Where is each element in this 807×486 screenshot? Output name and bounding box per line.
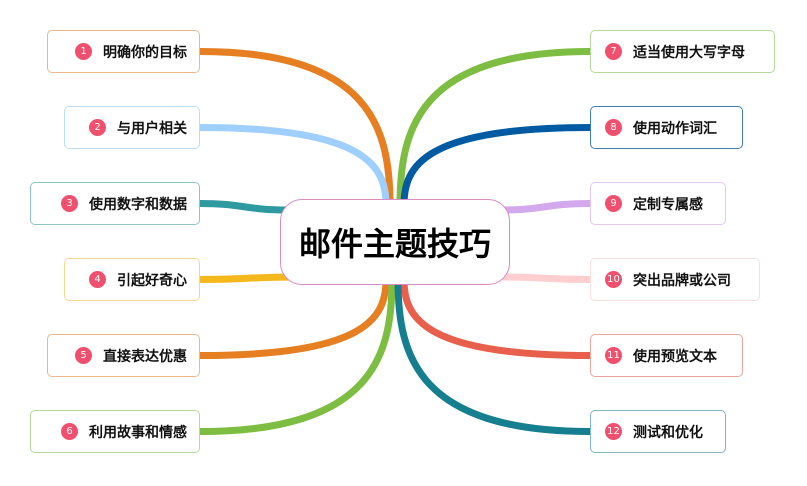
topic-node-3[interactable]: 3 使用数字和数据 [30,182,200,225]
topic-node-8[interactable]: 8 使用动作词汇 [590,106,743,149]
connector-line-8 [400,124,594,209]
connector-line-6 [196,276,396,435]
connector-line-3 [196,200,292,214]
number-badge: 1 [75,43,92,60]
topic-label: 明确你的目标 [103,44,187,61]
connector-line-4 [196,273,300,283]
topic-label: 适当使用大写字母 [633,44,745,61]
topic-node-12[interactable]: 12 测试和优化 [590,410,726,453]
topic-label: 突出品牌或公司 [633,272,731,289]
number-badge: 3 [61,195,78,212]
topic-node-6[interactable]: 6 利用故事和情感 [30,410,200,453]
topic-label: 使用数字和数据 [89,196,187,213]
topic-label: 使用预览文本 [633,348,717,365]
connector-line-9 [496,200,594,214]
topic-node-7[interactable]: 7 适当使用大写字母 [590,30,775,73]
number-badge: 6 [61,423,78,440]
connector-line-11 [400,276,594,359]
topic-node-2[interactable]: 2 与用户相关 [64,106,200,149]
topic-node-9[interactable]: 9 定制专属感 [590,182,726,225]
number-badge: 8 [605,119,622,136]
central-topic-title: 邮件主题技巧 [298,225,491,263]
topic-label: 测试和优化 [633,424,703,441]
number-badge: 11 [605,347,622,364]
topic-label: 利用故事和情感 [89,424,187,441]
number-badge: 12 [605,423,622,440]
topic-node-1[interactable]: 1 明确你的目标 [47,30,200,73]
connector-line-1 [196,48,394,209]
topic-node-4[interactable]: 4 引起好奇心 [64,258,200,301]
topic-node-10[interactable]: 10 突出品牌或公司 [590,258,760,301]
connector-line-12 [394,276,594,435]
topic-label: 定制专属感 [633,196,703,213]
connector-line-10 [496,273,594,283]
topic-label: 引起好奇心 [117,272,187,289]
topic-node-5[interactable]: 5 直接表达优惠 [47,334,200,377]
topic-label: 直接表达优惠 [103,348,187,365]
number-badge: 2 [89,119,106,136]
topic-label: 使用动作词汇 [633,120,717,137]
connector-line-5 [196,276,390,359]
topic-label: 与用户相关 [117,120,187,137]
number-badge: 9 [605,195,622,212]
number-badge: 10 [605,271,622,288]
central-topic[interactable]: 邮件主题技巧 [280,199,510,285]
connector-line-7 [396,48,594,209]
connector-line-2 [196,124,390,209]
number-badge: 7 [605,43,622,60]
number-badge: 5 [75,347,92,364]
topic-node-11[interactable]: 11 使用预览文本 [590,334,743,377]
number-badge: 4 [89,271,106,288]
